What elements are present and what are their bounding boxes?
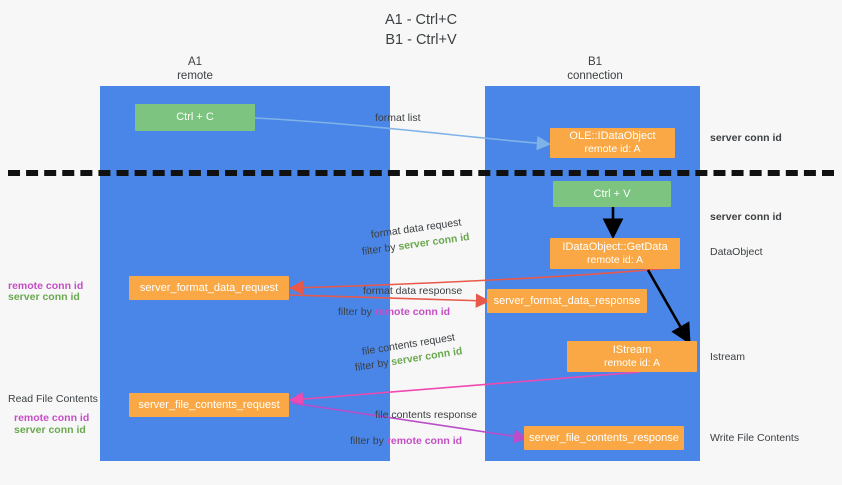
note-format-list: format list [375, 112, 421, 124]
box-istream[interactable]: IStream remote id: A [567, 341, 697, 372]
box-server-format-data-request-label: server_format_data_request [139, 281, 279, 294]
box-ctrl-v[interactable]: Ctrl + V [553, 181, 671, 207]
label-remote-conn-id-bottom: remote conn id [14, 412, 90, 424]
box-getdata[interactable]: IDataObject::GetData remote id: A [550, 238, 680, 269]
lane-header-a1: A1 remote [177, 56, 213, 82]
box-server-format-data-response[interactable]: server_format_data_response [487, 289, 647, 313]
filter-value-remote-conn-id: remote conn id [386, 435, 463, 447]
box-server-format-data-response-label: server_format_data_response [493, 294, 641, 307]
box-ctrl-c[interactable]: Ctrl + C [135, 104, 255, 131]
box-istream-sub: remote id: A [603, 356, 661, 369]
box-server-file-contents-response-label: server_file_contents_response [529, 431, 679, 444]
box-ctrl-c-label: Ctrl + C [176, 111, 214, 123]
filter-value-remote-conn-id: remote conn id [374, 306, 451, 318]
note-file-contents-response-filter: filter by remote conn id [350, 434, 462, 448]
note-file-contents-response: file contents response [375, 409, 478, 421]
label-server-conn-id-mid: server conn id [8, 291, 80, 303]
note-format-data-response: format data response [363, 285, 463, 297]
box-server-file-contents-response[interactable]: server_file_contents_response [524, 426, 684, 450]
box-idataobject-sub: remote id: A [584, 143, 641, 155]
label-server-conn-id-top: server conn id [710, 132, 782, 144]
filter-prefix: filter by [338, 306, 375, 318]
label-read-file-contents: Read File Contents [8, 393, 98, 405]
box-server-file-contents-request[interactable]: server_file_contents_request [129, 393, 289, 417]
lane-header-b1: B1 connection [567, 56, 623, 82]
label-istream: Istream [710, 351, 746, 363]
box-ctrl-v-label: Ctrl + V [593, 187, 631, 200]
filter-prefix: filter by [350, 435, 387, 447]
box-getdata-label: IDataObject::GetData [562, 240, 668, 253]
box-server-format-data-request[interactable]: server_format_data_request [129, 276, 289, 300]
label-write-file-contents: Write File Contents [710, 432, 800, 444]
label-server-conn-id-bottom: server conn id [14, 424, 86, 436]
note-format-data-response-filter: filter by remote conn id [338, 305, 450, 319]
diagram-title: A1 - Ctrl+C B1 - Ctrl+V [384, 12, 458, 48]
box-server-file-contents-request-label: server_file_contents_request [138, 398, 280, 411]
label-remote-conn-id-mid: remote conn id [8, 280, 84, 292]
label-server-conn-id-second: server conn id [710, 211, 782, 223]
boundary-divider [8, 170, 834, 176]
label-dataobject: DataObject [710, 246, 763, 258]
box-istream-label: IStream [612, 343, 652, 356]
box-idataobject-label: OLE::IDataObject [569, 130, 656, 142]
box-getdata-sub: remote id: A [586, 253, 644, 266]
filter-prefix: filter by [361, 240, 400, 258]
box-idataobject[interactable]: OLE::IDataObject remote id: A [550, 128, 675, 158]
